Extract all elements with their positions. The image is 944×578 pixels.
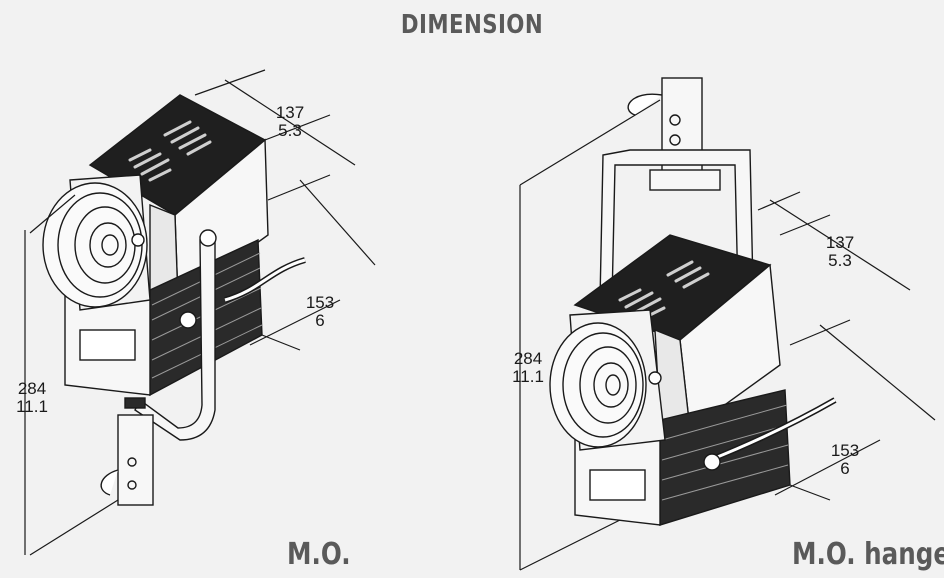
right-depth-in: 5.3 [828,251,852,270]
dim-lines-left [24,69,376,556]
left-depth-mm: 137 [275,103,305,122]
fixture-mo-hanged [549,77,837,526]
caption-mo-hanged: M.O. hanged [792,537,944,572]
left-depth-in: 5.3 [278,121,302,140]
right-width-mm: 153 [830,441,860,460]
right-height-mm: 284 [513,349,543,368]
right-depth-mm: 137 [825,233,855,252]
fixture-mo [42,94,306,506]
left-width-mm: 153 [305,293,335,312]
right-height-in: 11.1 [512,367,544,386]
left-height-mm: 284 [17,379,47,398]
left-width-in: 6 [315,311,325,330]
caption-mo: M.O. [287,537,351,572]
dim-lines-right [519,99,936,571]
page-title: DIMENSION [400,10,544,40]
right-width-in: 6 [840,459,850,478]
left-height-in: 11.1 [16,397,48,416]
